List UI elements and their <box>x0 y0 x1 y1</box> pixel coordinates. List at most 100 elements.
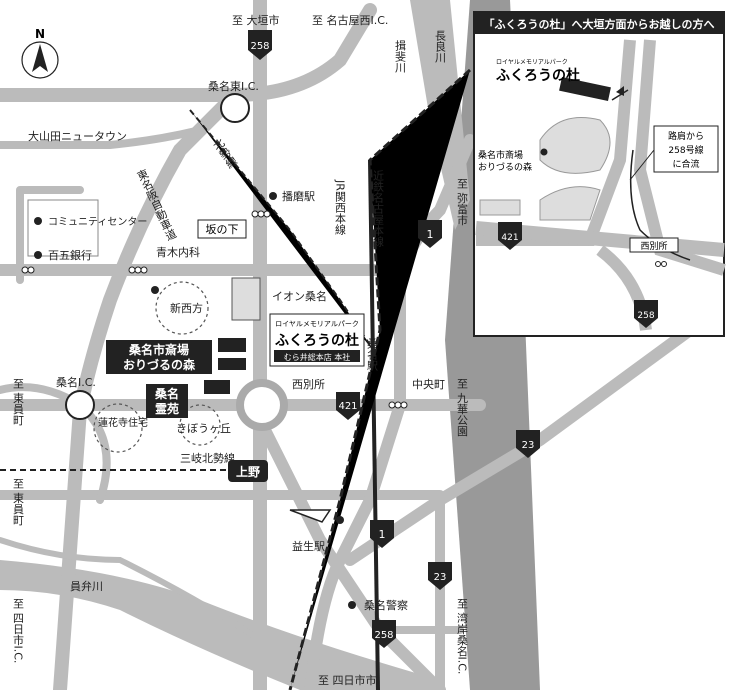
route-1-north: 1 <box>418 220 442 248</box>
road-ooyamada <box>0 126 204 149</box>
label-sakanoshita: 坂の下 <box>206 223 239 236</box>
route-23-east: 23 <box>516 430 540 458</box>
community-building <box>27 199 99 257</box>
label-kuwana-ic: 桑名I.C. <box>56 375 96 389</box>
fukurou-building <box>218 358 246 370</box>
dest-yatomi: 至 弥富市 <box>456 178 469 226</box>
nishibessho-circle <box>236 379 288 431</box>
label-river-inabe: 員弁川 <box>70 579 103 593</box>
inset-route-421-label: 421 <box>501 233 518 243</box>
dest-higashiin-top: 至 東員町 <box>12 378 25 426</box>
dest-higashiin-bottom: 至 東員町 <box>12 478 25 526</box>
label-shinseiho: 新西方 <box>170 301 203 315</box>
fukurou-brand-box: ロイヤルメモリアルパーク ふくろうの杜 むら井総本店 本社 <box>269 313 365 367</box>
label-river-nagara: 長良川 <box>434 30 447 63</box>
shinseiho-area <box>155 281 209 335</box>
railway-jr <box>368 159 380 690</box>
rengeji-area <box>93 403 143 453</box>
dest-nagoya-nishi: 至 名古屋西I.C. <box>312 13 388 27</box>
inset-saijo-2: おりづるの森 <box>478 161 532 173</box>
dest-ogaki: 至 大垣市 <box>232 13 280 27</box>
reien-building <box>204 380 230 394</box>
route-23-south-label: 23 <box>434 572 447 583</box>
label-nishibessho: 西別所 <box>292 378 325 391</box>
dest-yokkaichi-ic: 至 四日市I.C. <box>12 598 25 663</box>
label-aeon: イオン桑名 <box>272 289 327 303</box>
compass: N <box>21 27 59 79</box>
brand-kana: ロイヤルメモリアルパーク <box>275 320 359 328</box>
label-line-kintetsu: 近鉄名古屋本線 <box>372 170 385 247</box>
harima-station-dot <box>269 192 277 200</box>
inset-note-3: に合流 <box>672 158 699 170</box>
route-258-south: 258 <box>372 620 396 648</box>
kuwana-ic-circle <box>65 390 95 420</box>
dest-wangan: 至 湾岸桑名I.C. <box>456 598 469 674</box>
route-1-south-label: 1 <box>379 528 386 541</box>
road-258-south <box>254 414 446 690</box>
route-258-south-label: 258 <box>374 630 393 641</box>
kibougaoka-area <box>179 404 221 446</box>
label-line-sangi-kita: 北勢線 <box>209 136 239 171</box>
inset-route-421: 421 <box>498 222 522 250</box>
ueno-callout: 上野 <box>228 460 268 482</box>
label-chuo: 中央町 <box>412 378 445 391</box>
label-community-center: コミュニティセンター <box>48 216 147 228</box>
route-23-label: 23 <box>522 440 535 451</box>
dest-kuwana-park: 至 九華公園 <box>456 378 469 437</box>
label-kuwana-higashi-ic: 桑名東I.C. <box>208 79 259 93</box>
inset-map: 「ふくろうの杜」へ大垣方面からお越しの方へ ロイヤルメモリアルパーク ふくろうの… <box>473 11 726 337</box>
inset-saijo-1: 桑名市斎場 <box>478 149 523 161</box>
saijo-label-1: 桑名市斎場 <box>129 342 189 357</box>
river-inabe <box>0 560 440 690</box>
brand-name: ふくろうの杜 <box>275 332 359 349</box>
saijo-label-2: おりづるの森 <box>123 357 196 372</box>
community-dot <box>34 217 42 225</box>
route-421-main: 421 <box>336 392 360 420</box>
road-touhan-ramp <box>53 88 242 690</box>
label-kibougaoka: きぼうヶ丘 <box>176 422 231 435</box>
route-421-label: 421 <box>338 401 357 412</box>
label-rengeji: 蓮花寺住宅 <box>98 416 148 429</box>
route-258-north: 258 <box>248 30 272 60</box>
label-aoki-clinic: 青木内科 <box>156 245 200 259</box>
reien-label-1: 桑名 <box>155 386 179 401</box>
label-police: 桑名警察 <box>364 598 408 612</box>
aoki-dot <box>151 286 159 294</box>
aeon-building <box>231 277 261 321</box>
police-dot <box>348 601 356 609</box>
reien-label-2: 霊苑 <box>155 401 179 416</box>
route-23-south: 23 <box>428 562 452 590</box>
label-masuo-station: 益生駅 <box>292 539 325 553</box>
signals <box>21 210 408 409</box>
brand-sub: むら井総本店 本社 <box>284 352 351 362</box>
dest-yokkaichi-city: 至 四日市市 <box>318 673 377 687</box>
route-258-label: 258 <box>250 41 269 52</box>
label-line-jr: JR関西本線 <box>334 179 347 235</box>
sakanoshita-box: 坂の下 <box>197 219 247 239</box>
inset-note-1: 路肩から <box>668 130 704 142</box>
label-kuwana-station: 桑名駅 <box>366 338 379 372</box>
kuwana-higashi-ic-circle <box>220 93 250 123</box>
label-river-ibi: 揖斐川 <box>394 39 407 73</box>
road-bottom <box>0 537 263 643</box>
hyakugo-dot <box>34 251 42 259</box>
inset-nishibessho: 西別所 <box>640 241 667 252</box>
compass-north-label: N <box>35 27 45 41</box>
inset-note-2: 258号線 <box>668 144 703 156</box>
reien-callout: 桑名 霊苑 <box>146 384 188 418</box>
label-ooyamada: 大山田ニュータウン <box>28 129 127 143</box>
inset-route-258-label: 258 <box>637 311 654 321</box>
saijo-callout: 桑名市斎場 おりづるの森 <box>106 340 212 374</box>
route-1-south: 1 <box>370 520 394 548</box>
label-line-hokusei: 三岐北勢線 <box>180 451 235 465</box>
inset-title: 「ふくろうの杜」へ大垣方面からお越しの方へ <box>484 17 715 31</box>
road-r23 <box>344 324 696 566</box>
label-hyakugo-bank: 百五銀行 <box>48 248 92 262</box>
label-ueno: 上野 <box>236 464 260 479</box>
road-community <box>16 186 84 284</box>
masuo-dot <box>336 516 344 524</box>
inset-route-258: 258 <box>634 300 658 328</box>
inset-brand-name: ふくろうの杜 <box>496 67 580 84</box>
direction-triangle <box>289 509 332 523</box>
